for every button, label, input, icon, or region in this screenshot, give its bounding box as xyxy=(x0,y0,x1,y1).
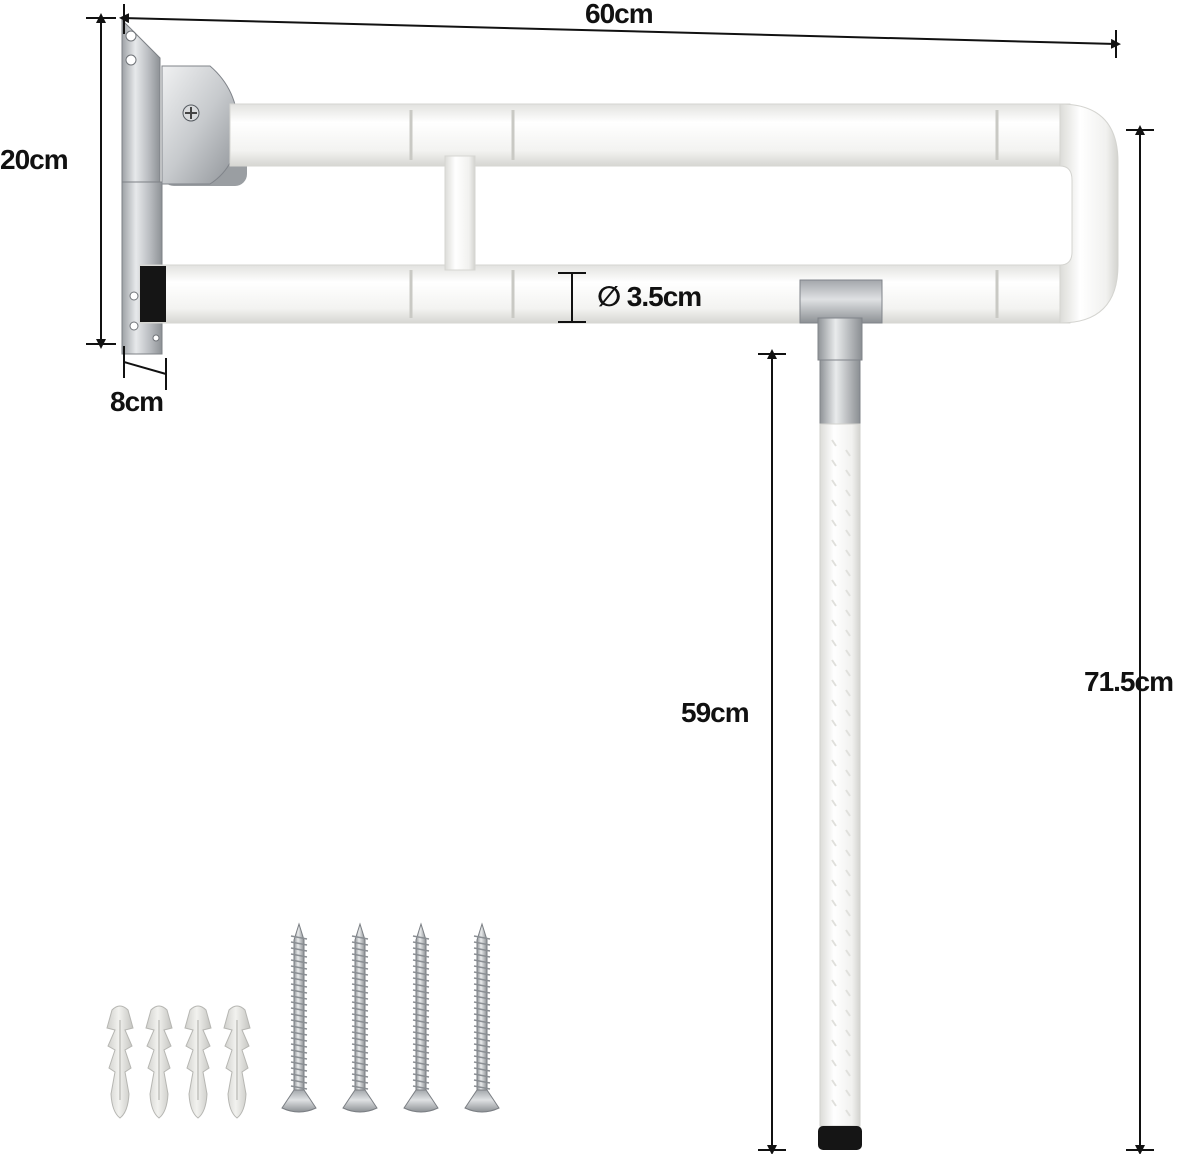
screw-icon xyxy=(403,922,439,1113)
grip-seams xyxy=(409,110,999,318)
screw-icon xyxy=(342,922,378,1113)
lower-rail xyxy=(139,264,1071,324)
wall-anchor-icon xyxy=(184,1005,212,1119)
width-label: 60cm xyxy=(585,0,654,29)
mounting-hole-icon xyxy=(152,334,160,342)
mounting-hole-icon xyxy=(129,291,139,301)
mounting-hole-icon xyxy=(129,321,139,331)
support-leg xyxy=(819,423,861,1127)
dimension-lines xyxy=(86,4,1154,1155)
upper-rail xyxy=(229,103,1071,167)
rubber-end-cap xyxy=(140,266,166,322)
leg-length-label: 59cm xyxy=(681,697,750,728)
leg-hinge xyxy=(817,317,863,361)
mounting-hole-icon xyxy=(125,54,137,66)
wall-anchor-icon xyxy=(223,1005,251,1119)
width-dimension-line xyxy=(119,13,1121,49)
wall-anchor-icon xyxy=(145,1005,173,1119)
leg-sleeve xyxy=(819,359,861,425)
depth-label: 8cm xyxy=(110,386,164,417)
height-label: 20cm xyxy=(0,144,69,175)
leg-grip-texture xyxy=(831,439,851,1117)
diameter-value: 3.5cm xyxy=(626,281,702,312)
leg-rubber-foot xyxy=(818,1126,862,1150)
wall-anchor-icon xyxy=(106,1005,134,1119)
inner-strut xyxy=(444,155,476,271)
screws xyxy=(281,922,500,1113)
total-height-label: 71.5cm xyxy=(1084,666,1174,697)
u-bend xyxy=(1059,103,1119,324)
wall-anchors xyxy=(106,1005,251,1119)
diameter-symbol: ∅ xyxy=(597,281,621,312)
screw-icon xyxy=(464,922,500,1113)
leg-joint xyxy=(799,279,883,324)
diameter-label: ∅ 3.5cm xyxy=(597,280,702,313)
mounting-hole-icon xyxy=(125,30,137,42)
screw-icon xyxy=(281,922,317,1113)
depth-dimension-line xyxy=(123,361,167,375)
